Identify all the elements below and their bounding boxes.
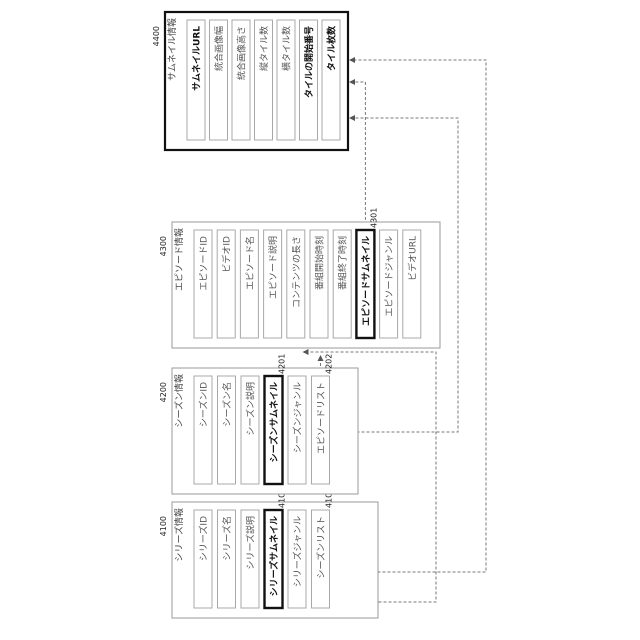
field-label: 縦タイル数 — [258, 26, 270, 71]
field-label: シーズンID — [198, 382, 210, 427]
table-header: シリーズ情報 — [173, 508, 185, 562]
field-1: シリーズID — [194, 510, 212, 608]
table-header: シーズン情報 — [173, 374, 185, 428]
field-5: 横タイル数 — [277, 20, 295, 140]
field-label: エピソードID — [199, 236, 210, 291]
field-label: エピソードジャンル — [384, 236, 395, 317]
field-label: エピソード説明 — [267, 236, 279, 299]
field-6: 番組開始時刻 — [310, 230, 328, 338]
table-header: サムネイル情報 — [166, 18, 178, 81]
table-id-label: 4400 — [152, 26, 161, 46]
field-1: エピソードID — [194, 230, 212, 338]
field-label: 番組開始時刻 — [314, 236, 326, 290]
field-label: 統合画像高さ — [236, 26, 248, 80]
field-6: タイルの開始番号 — [300, 20, 318, 140]
field-label: シリーズID — [198, 516, 210, 561]
field-label: シーズンサムネイル — [268, 382, 280, 462]
field-4: エピソード説明 — [264, 230, 282, 338]
field-label: 番組終了時刻 — [337, 236, 349, 290]
field-label: コンテンツの長さ — [291, 236, 302, 308]
field-label: シリーズジャンル — [292, 516, 304, 587]
table-4200: 4200 シーズン情報 シーズンID シーズン名シーズン説明シーズンサムネイル 4201… — [159, 354, 358, 494]
field-label: エピソードリスト — [316, 382, 327, 454]
field-label: ビデオID — [221, 236, 233, 273]
field-label: シーズンリスト — [315, 516, 327, 579]
field-1: シーズンID — [194, 376, 212, 484]
field-5: シリーズジャンル — [288, 510, 306, 608]
table-4400: 4400 サムネイル情報 サムネイルURL 統合画像幅統合画像高さ縦タイル数横タイル数… — [152, 12, 348, 150]
table-header: エピソード情報 — [173, 228, 185, 291]
table-4300: 4300 エピソード情報 エピソードID ビデオID エピソード名エピソード説明 コンテン… — [159, 208, 440, 348]
field-5: コンテンツの長さ — [287, 230, 305, 338]
tables-group: 4100シリーズ情報シリーズIDシリーズ名シリーズ説明シリーズサムネイル4101… — [152, 12, 440, 618]
field-label: 統合画像幅 — [213, 26, 225, 71]
field-label: シリーズ名 — [221, 516, 233, 561]
field-label: 横タイル数 — [281, 26, 293, 71]
field-label: シーズンジャンル — [292, 382, 304, 453]
ref-number: 4301 — [369, 208, 378, 228]
field-label: シリーズ説明 — [245, 516, 257, 570]
field-label: サムネイルURL — [192, 26, 203, 91]
field-10: ビデオURL — [403, 230, 421, 338]
field-2: シーズン名 — [218, 376, 236, 484]
field-label: エピソードサムネイル — [360, 236, 372, 326]
field-3: シリーズ説明 — [241, 510, 259, 608]
table-id-label: 4100 — [159, 516, 168, 536]
field-label: タイルの開始番号 — [303, 26, 315, 98]
table-id-label: 4200 — [159, 382, 168, 402]
field-label: タイル枚数 — [326, 25, 338, 71]
field-label: シリーズサムネイル — [268, 516, 280, 596]
ref-number: 4202 — [325, 354, 334, 374]
field-2: 統合画像幅 — [210, 20, 228, 140]
field-4: 縦タイル数 — [255, 20, 273, 140]
field-label: ビデオURL — [406, 236, 418, 281]
ref-number: 4201 — [278, 354, 287, 374]
connector-4301 — [350, 82, 365, 230]
table-id-label: 4300 — [159, 236, 168, 256]
table-4100: 4100シリーズ情報シリーズIDシリーズ名シリーズ説明シリーズサムネイル4101… — [159, 488, 378, 618]
field-label: シーズン説明 — [245, 382, 257, 436]
field-3: シーズン説明 — [241, 376, 259, 484]
field-label: エピソード名 — [244, 236, 256, 290]
field-2: ビデオID — [217, 230, 235, 338]
field-label: シーズン名 — [221, 382, 233, 427]
field-7: タイル枚数 — [322, 20, 340, 140]
field-3: 統合画像高さ — [232, 20, 250, 140]
field-9: エピソードジャンル — [380, 230, 398, 338]
field-3: エピソード名 — [240, 230, 258, 338]
field-7: 番組終了時刻 — [333, 230, 351, 338]
field-1: サムネイルURL — [187, 20, 205, 140]
field-2: シリーズ名 — [218, 510, 236, 608]
field-5: シーズンジャンル — [288, 376, 306, 484]
